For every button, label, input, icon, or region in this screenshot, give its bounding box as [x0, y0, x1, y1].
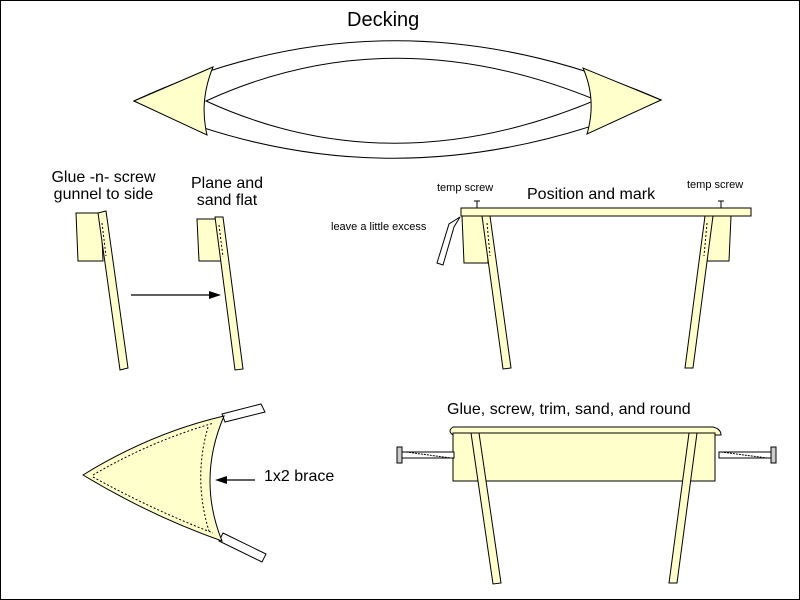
step2-side-plank	[214, 216, 244, 371]
leave-excess-label: leave a little excess	[331, 221, 427, 233]
step1-label: Glue -n- screw gunnel to side	[51, 169, 156, 203]
final-assembly	[449, 426, 722, 585]
temp-screw-right-icon	[718, 200, 724, 208]
final-right-plank	[668, 432, 698, 584]
step3-right-plank	[684, 215, 714, 369]
temp-screw-left-label: temp screw	[437, 182, 494, 194]
step3-left-screw-line	[486, 222, 491, 257]
step1-gunnel-block	[75, 212, 104, 262]
deck-inner-line-top	[92, 422, 215, 476]
step3-deck-board	[460, 207, 752, 217]
canoe-deck-left	[132, 66, 214, 136]
brace-label: 1x2 brace	[264, 468, 335, 485]
excess-pointer-arrow	[436, 216, 461, 266]
deck-brace-view	[82, 403, 267, 563]
step3-left-plank	[481, 215, 512, 370]
deck-inner-line-bottom	[92, 476, 214, 534]
step3-position-section	[460, 207, 752, 370]
step3-label: Position and mark	[527, 186, 656, 203]
step1-side-plank	[97, 210, 129, 371]
canoe-top-view	[132, 40, 663, 159]
brace-arrow	[215, 476, 255, 484]
step-arrow	[131, 291, 221, 299]
temp-screw-right-label: temp screw	[687, 179, 744, 191]
deck-panel	[82, 415, 225, 542]
step1-gunnel-section	[75, 210, 129, 371]
deck-brace-upper-gunnel	[221, 403, 266, 423]
step3-right-screw-line	[703, 222, 708, 257]
final-deck-body	[452, 432, 716, 482]
step2-label: Plane and sand flat	[190, 175, 264, 209]
canoe-deck-right	[582, 67, 663, 135]
temp-screw-left-icon	[474, 200, 480, 208]
step2-planed-section	[196, 216, 244, 371]
step1-screw-line	[101, 222, 107, 257]
step4-label: Glue, screw, trim, sand, and round	[447, 401, 691, 418]
step2-screw-line	[218, 224, 224, 258]
deck-brace-lower-gunnel	[218, 532, 267, 563]
clamp-screw-left-icon	[396, 446, 455, 464]
diagram-title: Decking	[347, 9, 420, 31]
brace-line	[200, 426, 210, 532]
final-left-plank	[470, 432, 502, 585]
clamp-screw-right-icon	[718, 446, 777, 464]
